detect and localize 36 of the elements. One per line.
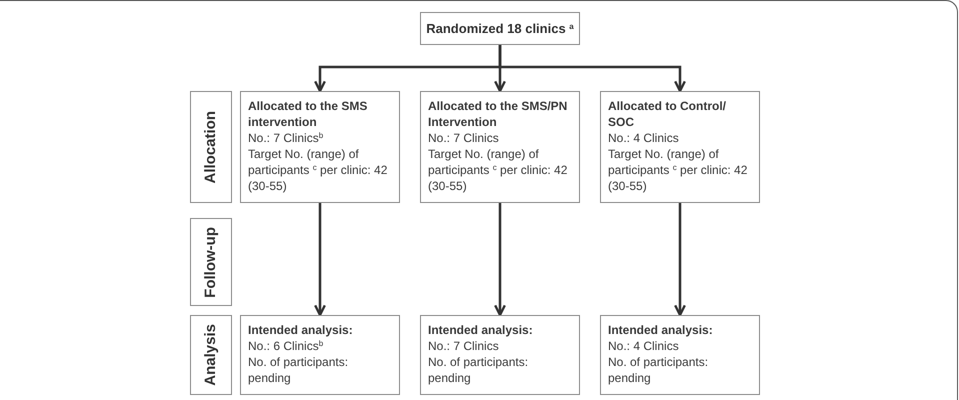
box-text: No. of participants: pending <box>608 354 710 386</box>
box-text: No.: 7 Clinics <box>428 338 500 354</box>
box-heading: Allocated to Control/ SOC <box>608 98 727 130</box>
process-box <box>420 91 580 203</box>
stage-label-box <box>190 218 232 306</box>
process-box <box>240 91 400 203</box>
box-text: No.: 7 Clinics <box>428 130 500 146</box>
box-text: No.: 6 Clinics$^{b}$ <box>248 338 324 354</box>
box-text: No. of participants: pending <box>428 354 530 386</box>
stage-label: Follow-up <box>202 226 220 298</box>
box-text: Target No. (range) of participants $^{c}$ per clinic: 42 (30-55) <box>428 146 568 194</box>
arrow <box>498 45 686 92</box>
box-heading: Intended analysis: <box>248 322 354 338</box>
box-text: No.: 7 Clinics$^{b}$ <box>248 130 324 146</box>
process-box <box>420 315 580 395</box>
box-heading: Allocated to the SMS/PN Intervention <box>428 98 568 130</box>
process-box <box>240 315 400 395</box>
stage-label: Allocation <box>202 110 220 184</box>
start-box <box>420 12 580 45</box>
arrow <box>494 203 506 316</box>
arrow <box>674 203 686 316</box>
box-text: No.: 4 Clinics <box>608 338 680 354</box>
box-text: No.: 4 Clinics <box>608 130 680 146</box>
box-heading: Allocated to the SMS intervention <box>248 98 368 130</box>
box-text: Target No. (range) of participants $^{c}$ per clinic: 42 (30-55) <box>608 146 748 194</box>
stage-label: Analysis <box>202 324 220 386</box>
box-text: No. of participants: pending <box>248 354 350 386</box>
stage-label-box <box>190 315 232 395</box>
stage-label-box <box>190 91 232 203</box>
box-heading: Randomized 18 clinics $^{a}$ <box>426 20 574 36</box>
box-heading: Intended analysis: <box>608 322 714 338</box>
box-heading: Intended analysis: <box>428 322 534 338</box>
box-text: Target No. (range) of participants $^{c}$ per clinic: 42 (30-55) <box>248 146 388 194</box>
process-box <box>600 315 760 395</box>
process-box <box>600 91 760 203</box>
arrow <box>314 203 326 316</box>
